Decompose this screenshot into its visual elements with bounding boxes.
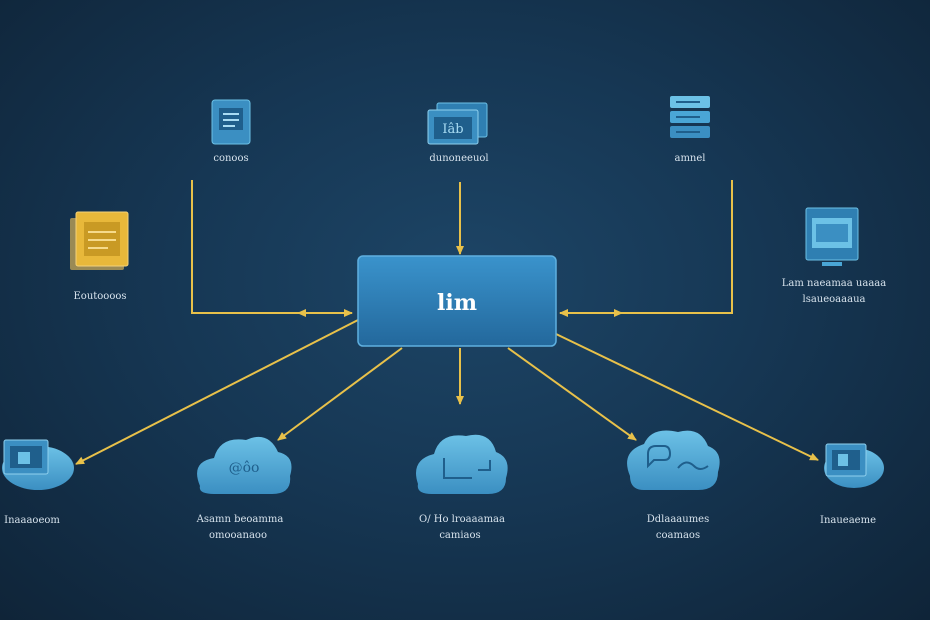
node-top-left-label: conoos (213, 153, 248, 164)
document-icon (211, 99, 251, 145)
cloud-monitor-icon (2, 439, 74, 490)
node-bottom-2-label-2: omooanaoo (209, 530, 267, 541)
node-top-left: conoos (211, 99, 251, 164)
node-bottom-3: O/ Ho lroaaamaa camiaos (416, 434, 508, 541)
node-bottom-1-label: Inaaaoeom (4, 515, 60, 526)
window-icon: Iâb (427, 102, 488, 145)
node-bottom-4-label-1: Ddlaaaumes (647, 514, 709, 525)
connector-bottom-5 (555, 333, 819, 461)
connector-bottom-4 (507, 347, 637, 441)
node-top-right-label: amnel (674, 153, 705, 164)
node-mid-right: Lam naeamaa uaaaa lsaueoaaaua (782, 207, 886, 305)
monitor-icon (805, 207, 859, 266)
connector-top-right (559, 180, 733, 317)
node-bottom-2-label-1: Asamn beoamma (196, 514, 284, 525)
node-bottom-4: Ddlaaaumes coamaos (627, 430, 720, 541)
node-bottom-4-label-2: coamaos (656, 530, 700, 541)
connector-top-left (191, 180, 353, 317)
svg-text:@ôo: @ôo (229, 460, 260, 476)
node-top-center-label: dunoneeuol (429, 153, 488, 164)
node-top-right: amnel (670, 96, 710, 164)
folder-icon (70, 211, 129, 270)
cloud-icon (627, 430, 720, 490)
node-bottom-2: @ôo Asamn beoamma omooanaoo (196, 436, 292, 541)
node-top-center: Iâb dunoneeuol (427, 102, 489, 164)
connector-bottom-1 (75, 319, 359, 465)
cloud-icon: @ôo (197, 436, 292, 494)
node-bottom-5: Inaueaeme (820, 443, 884, 526)
node-mid-left: Eoutoooos (70, 211, 129, 302)
svg-text:Iâb: Iâb (442, 122, 463, 137)
connectors (75, 180, 819, 465)
node-bottom-1: Inaaaoeom (2, 439, 74, 526)
hub-label: lim (437, 290, 477, 316)
node-mid-left-label: Eoutoooos (74, 291, 127, 302)
node-mid-right-label-2: lsaueoaaaua (803, 294, 866, 305)
node-mid-right-label-1: Lam naeamaa uaaaa (782, 278, 886, 289)
node-bottom-5-label: Inaueaeme (820, 515, 876, 526)
node-bottom-3-label-2: camiaos (439, 530, 480, 541)
node-bottom-3-label-1: O/ Ho lroaaamaa (419, 514, 505, 525)
server-icon (670, 96, 710, 138)
cloud-monitor-icon (824, 443, 884, 488)
hub-node: lim (357, 255, 557, 347)
connector-bottom-2 (277, 347, 403, 441)
cloud-icon (416, 434, 508, 494)
